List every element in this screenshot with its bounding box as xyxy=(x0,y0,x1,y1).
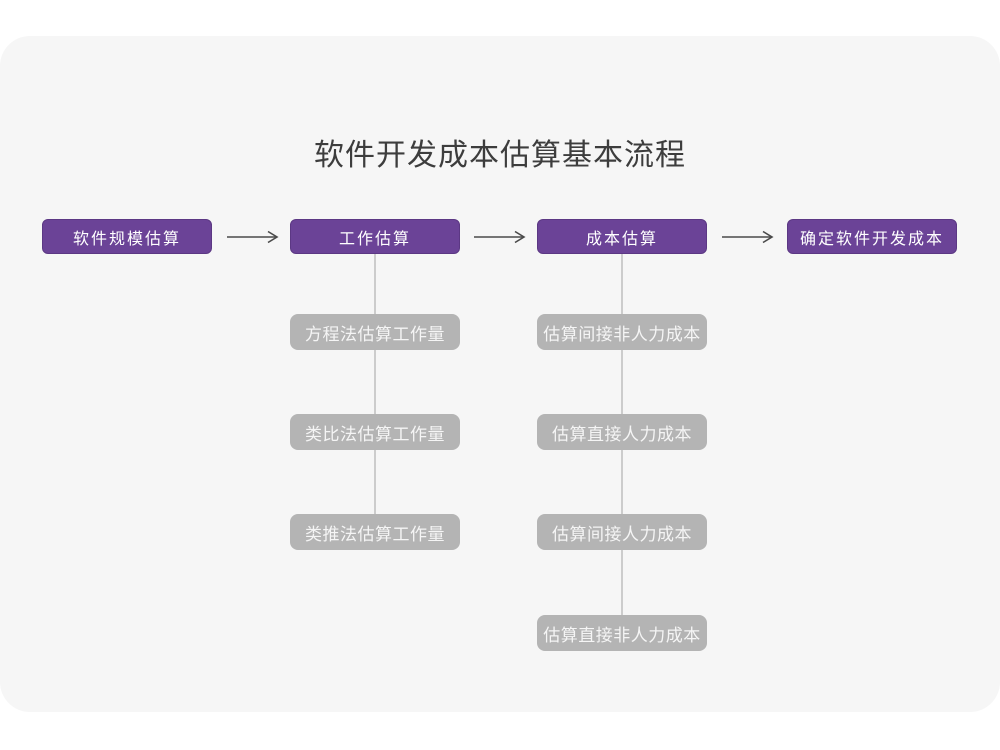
flow-node-label: 工作估算 xyxy=(338,230,411,248)
sub-node-indirect-labor-cost: 估算间接人力成本 xyxy=(537,514,707,550)
flow-node-determine-dev-cost: 确定软件开发成本 xyxy=(787,219,957,254)
sub-node-label: 估算间接人力成本 xyxy=(552,524,692,544)
sub-node-label: 估算直接人力成本 xyxy=(552,424,692,444)
sub-node-label: 类比法估算工作量 xyxy=(305,424,445,444)
sub-node-label: 类推法估算工作量 xyxy=(305,524,445,544)
sub-node-extrapolation-method: 类推法估算工作量 xyxy=(290,514,460,550)
sub-node-direct-labor-cost: 估算直接人力成本 xyxy=(537,414,707,450)
diagram-title: 软件开发成本估算基本流程 xyxy=(314,139,686,172)
right-arrow-icon xyxy=(227,230,279,244)
sub-node-analogy-method: 类比法估算工作量 xyxy=(290,414,460,450)
connector-line-work-estimation xyxy=(374,254,376,516)
diagram-canvas: 软件开发成本估算基本流程 软件规模估算 工作估算 成本估算 确定软件开发成本 方… xyxy=(0,36,1000,712)
flow-node-label: 成本估算 xyxy=(585,230,658,248)
flow-node-label: 软件规模估算 xyxy=(72,230,181,248)
sub-node-label: 估算间接非人力成本 xyxy=(543,324,701,344)
flow-node-work-estimation: 工作估算 xyxy=(290,219,460,254)
sub-node-label: 估算直接非人力成本 xyxy=(543,625,701,645)
flow-node-label: 确定软件开发成本 xyxy=(799,230,944,248)
sub-node-equation-method: 方程法估算工作量 xyxy=(290,314,460,350)
flow-node-software-scale-estimation: 软件规模估算 xyxy=(42,219,212,254)
right-arrow-icon xyxy=(722,230,774,244)
sub-node-label: 方程法估算工作量 xyxy=(305,324,445,344)
flow-node-cost-estimation: 成本估算 xyxy=(537,219,707,254)
sub-node-direct-nonlabor-cost: 估算直接非人力成本 xyxy=(537,615,707,651)
right-arrow-icon xyxy=(474,230,526,244)
sub-node-indirect-nonlabor-cost: 估算间接非人力成本 xyxy=(537,314,707,350)
